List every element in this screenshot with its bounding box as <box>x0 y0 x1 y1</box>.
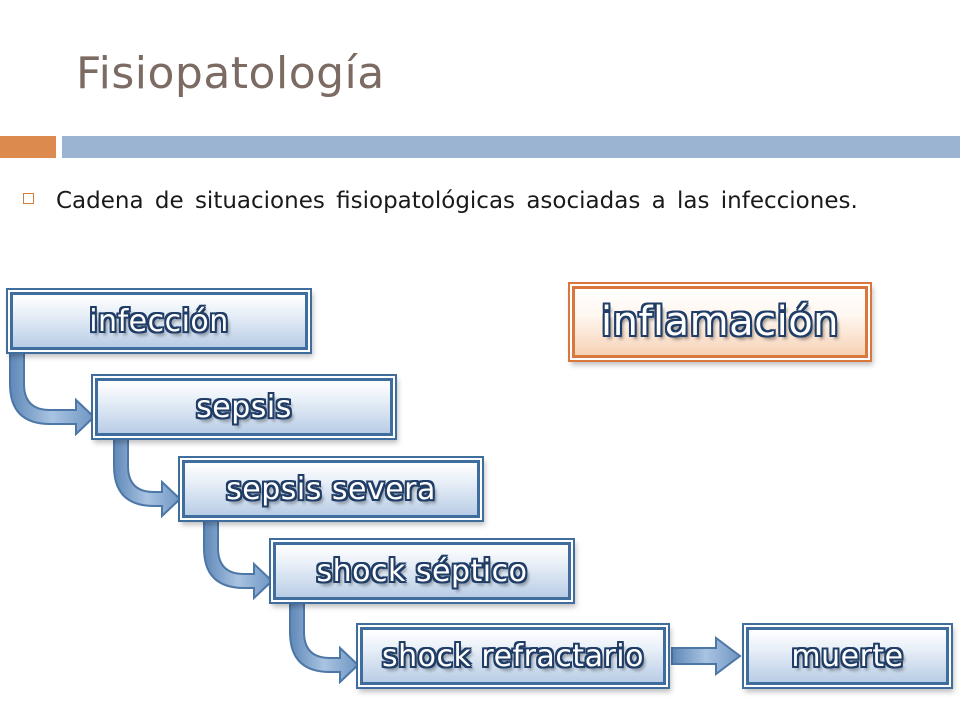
box-muerte: muerte <box>746 627 949 685</box>
title-underline-bar <box>62 136 960 158</box>
bullet-text: Cadena de situaciones fisiopatológicas a… <box>56 188 858 214</box>
slide-title: Fisiopatología <box>76 48 385 99</box>
box-sepsis-severa: sepsis severa <box>182 460 480 518</box>
box-label: infección <box>89 303 229 339</box>
box-label: shock refractario <box>382 638 644 674</box>
curved-arrow-2 <box>113 437 182 519</box>
box-label: sepsis <box>196 389 292 425</box>
curved-arrow-1 <box>9 351 96 437</box>
box-shock-septico: shock séptico <box>273 542 571 600</box>
box-infeccion: infección <box>10 292 308 350</box>
box-label: sepsis severa <box>226 471 436 507</box>
bullet-square-icon <box>23 193 34 204</box>
box-inflamacion: inflamación <box>572 286 868 358</box>
box-sepsis: sepsis <box>95 378 393 436</box>
curved-arrow-4 <box>289 601 360 685</box>
title-underline-accent <box>0 136 56 158</box>
curved-arrow-3 <box>203 519 274 601</box>
box-label: muerte <box>791 638 904 674</box>
box-shock-refractario: shock refractario <box>360 627 666 685</box>
right-arrow <box>671 636 742 676</box>
box-label: shock séptico <box>316 553 528 589</box>
box-label: inflamación <box>600 299 840 345</box>
